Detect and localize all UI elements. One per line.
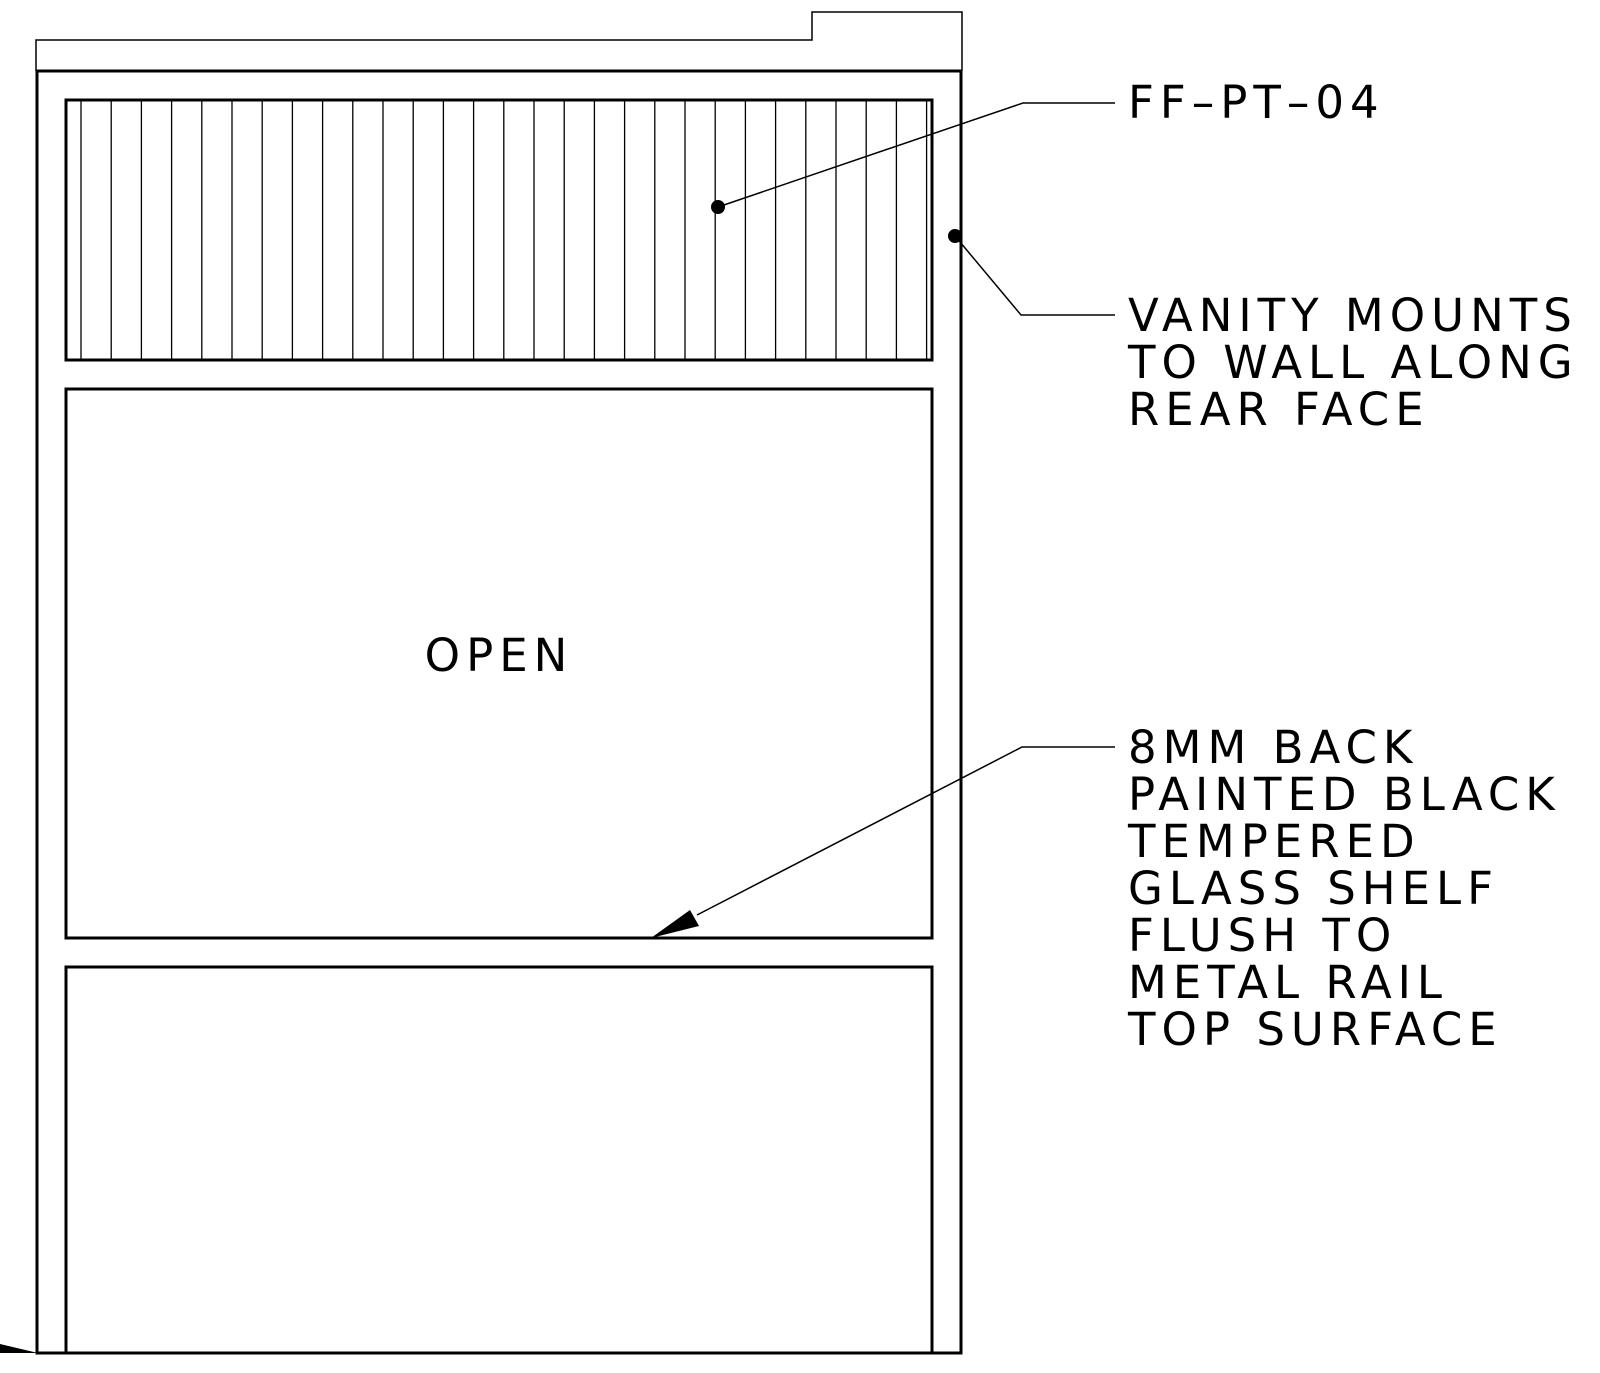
leader-line-shelf (696, 746, 1115, 916)
shelf-note-line-3: TEMPERED (1127, 815, 1421, 868)
open-label: OPEN (425, 629, 574, 682)
shelf-note-line-4: GLASS SHELF (1128, 862, 1499, 915)
lower-frame-opening (64, 965, 934, 1353)
shelf-note-line-5: FLUSH TO (1128, 909, 1397, 962)
finish-tag-label: FF–PT–04 (1128, 76, 1385, 129)
vertical-slats (80, 100, 928, 360)
shelf-note: 8MM BACK PAINTED BLACK TEMPERED GLASS SH… (1127, 721, 1581, 1056)
mount-note-line-3: REAR FACE (1128, 383, 1430, 436)
leader-line-mount (954, 235, 1115, 316)
mount-note-line-1: VANITY MOUNTS (1128, 289, 1578, 342)
open-compartment (64, 387, 934, 940)
arrowhead-shelf-icon (651, 910, 699, 938)
vanity-frame (35, 69, 963, 1355)
mount-note: VANITY MOUNTS TO WALL ALONG REAR FACE (1127, 289, 1599, 436)
arrowhead-left-icon (0, 1344, 38, 1353)
shelf-note-line-7: TOP SURFACE (1127, 1003, 1503, 1056)
shelf-note-line-6: METAL RAIL (1128, 956, 1448, 1009)
shelf-note-line-2: PAINTED BLACK (1128, 768, 1561, 821)
countertop-outline (35, 11, 963, 71)
mount-note-line-2: TO WALL ALONG (1127, 336, 1579, 389)
slatted-drawer-panel (64, 98, 934, 362)
leader-line-finish (717, 102, 1115, 208)
shelf-note-line-1: 8MM BACK (1128, 721, 1418, 774)
